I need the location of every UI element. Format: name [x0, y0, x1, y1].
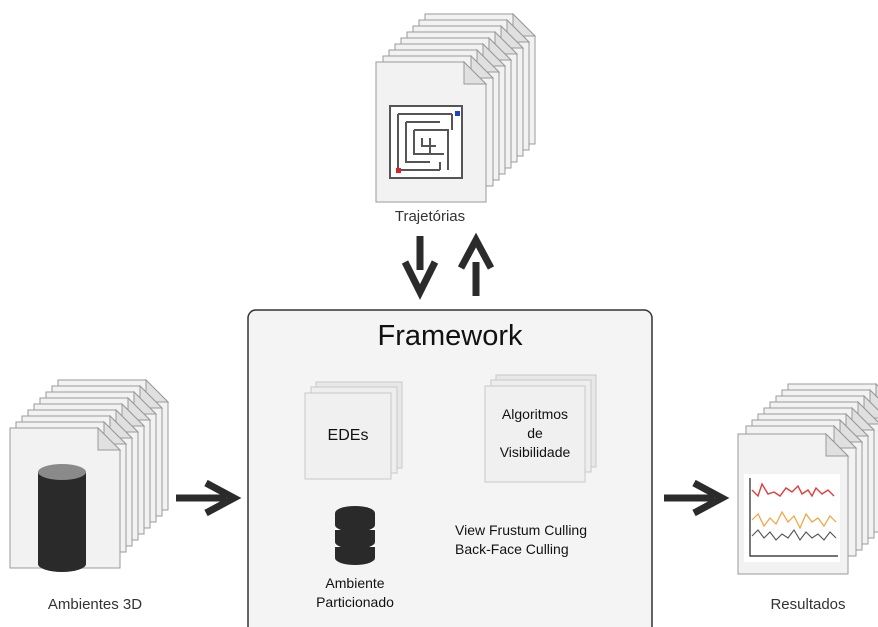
up-arrow-icon	[457, 232, 495, 296]
particionado-label: Ambiente Particionado	[300, 574, 410, 612]
ambientes-label: Ambientes 3D	[47, 596, 143, 613]
maze-icon	[389, 105, 463, 179]
algoritmos-line-3: Visibilidade	[499, 444, 571, 460]
right-arrow-icon-right	[664, 479, 730, 517]
algoritmos-line-1: Algoritmos	[501, 406, 569, 422]
edes-label: EDEs	[327, 427, 369, 444]
algoritmos-label: Algoritmos de Visibilidade	[485, 405, 585, 462]
right-arrow-icon-left	[176, 479, 242, 517]
results-chart-icon	[744, 474, 840, 562]
partitioned-database-icon	[334, 506, 376, 565]
algoritmos-line-2: de	[527, 425, 543, 441]
cylinder-database-icon	[38, 464, 86, 572]
particionado-line-2: Particionado	[316, 594, 394, 610]
algoritmos-card-stack	[484, 374, 597, 483]
culling-line-1: View Frustum Culling	[455, 522, 588, 538]
particionado-line-1: Ambiente	[325, 575, 385, 591]
edes-card-stack	[304, 381, 403, 480]
trajetorias-label: Trajetórias	[394, 208, 466, 225]
framework-title: Framework	[377, 320, 523, 352]
culling-line-2: Back-Face Culling	[455, 541, 569, 557]
culling-label: View Frustum Culling Back-Face Culling	[455, 521, 645, 559]
down-arrow-icon	[401, 236, 439, 300]
ambientes-document-stack	[9, 379, 169, 569]
resultados-label: Resultados	[770, 596, 846, 613]
